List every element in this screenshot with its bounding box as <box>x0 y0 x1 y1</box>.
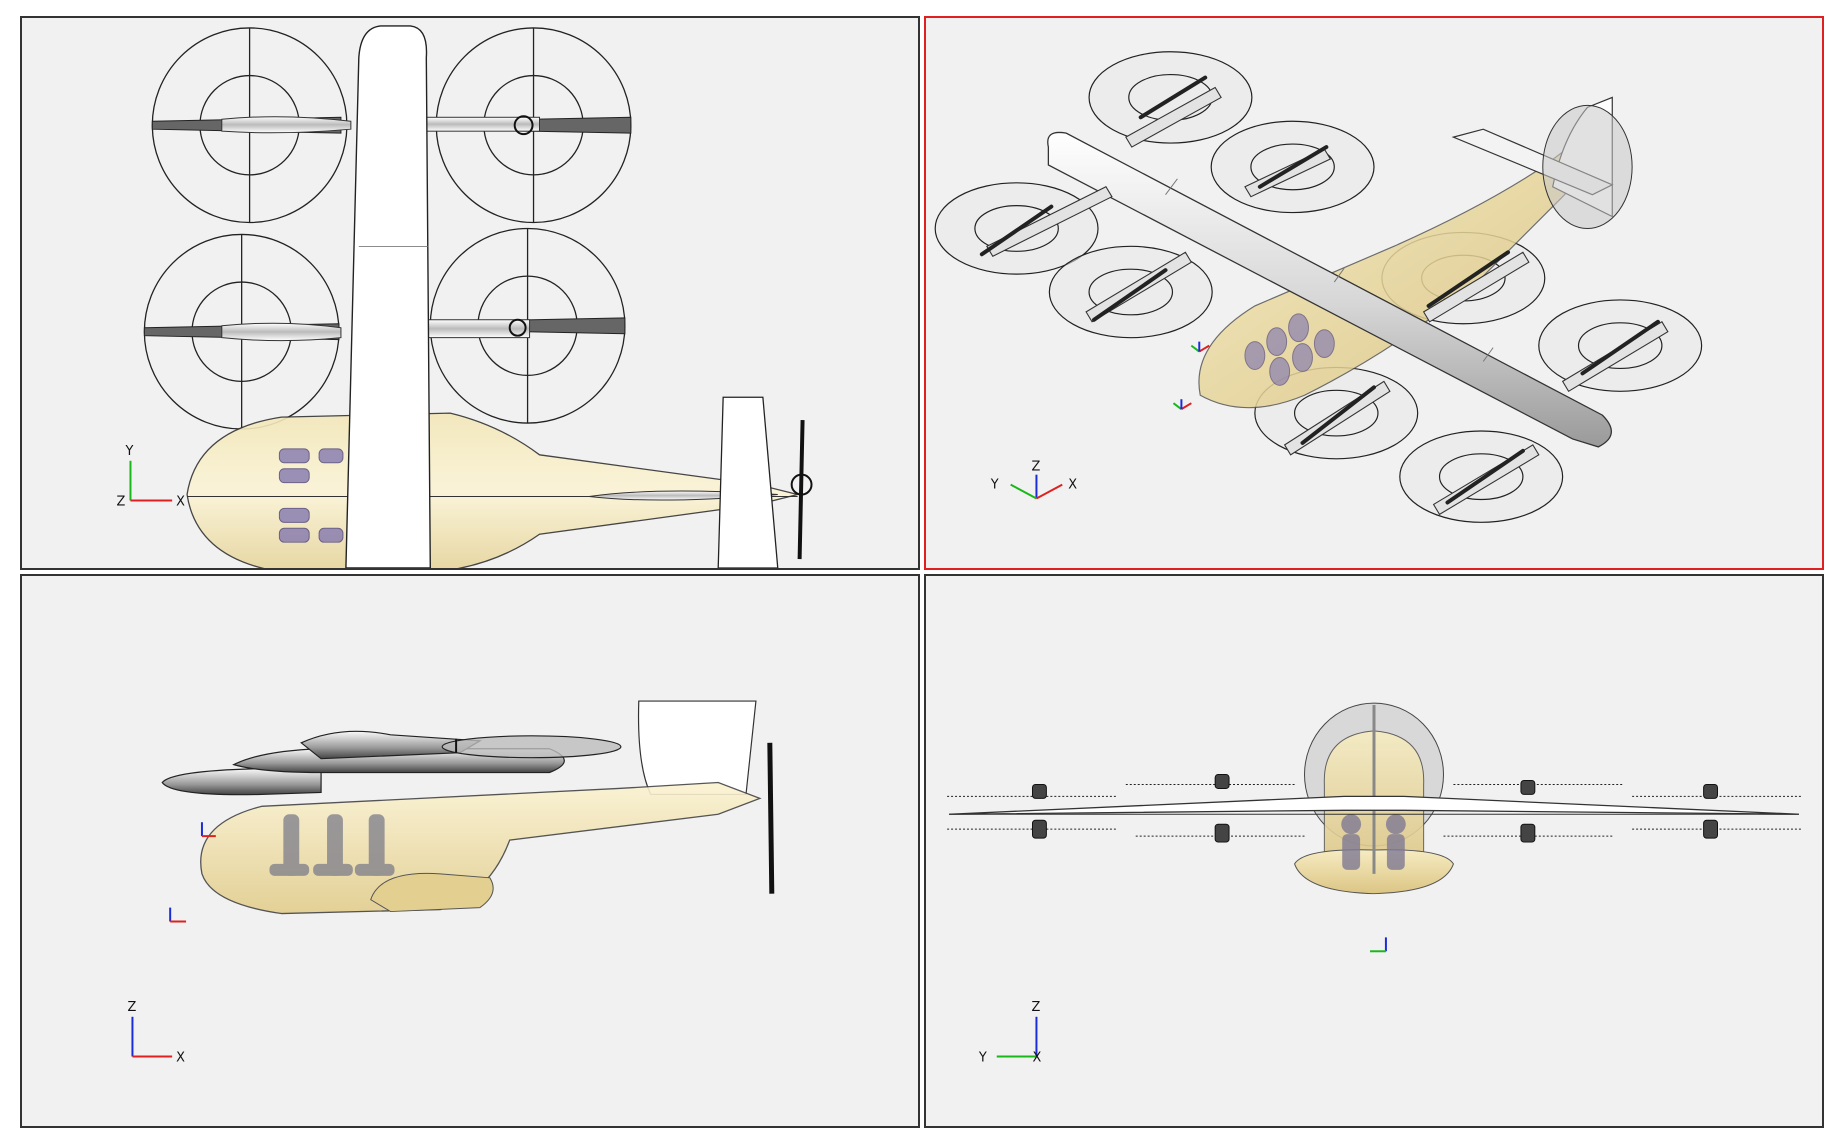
axis-label-left: Y <box>990 478 999 493</box>
propeller-blades-iso <box>979 75 1660 505</box>
axis-label-horizontal: X <box>176 494 185 509</box>
propeller-front-left <box>151 116 352 134</box>
fuselage-side <box>200 781 762 915</box>
axis-triad-side: Z X <box>127 1000 185 1066</box>
axis-label-vertical: Z <box>1031 460 1040 475</box>
vertical-tail-side <box>637 700 775 894</box>
axis-label-right: X <box>1068 478 1077 493</box>
nacelles-side <box>161 730 622 796</box>
axis-label-depth: Z <box>117 494 126 509</box>
main-wing-front <box>949 795 1799 815</box>
tail-top <box>717 396 813 568</box>
axis-triad-iso: Z Y X <box>990 460 1077 500</box>
viewport-iso[interactable]: Z Y X <box>924 16 1824 570</box>
passenger-seats-iso <box>1244 313 1335 386</box>
iso-view-canvas[interactable]: Z Y X <box>926 18 1822 568</box>
axis-label-vertical: Y <box>125 444 134 459</box>
axis-label-depth: X <box>1032 1050 1041 1065</box>
passengers-front <box>1341 814 1406 870</box>
viewport-front[interactable]: Z Y X <box>924 574 1824 1128</box>
local-axis-triad-side <box>169 822 216 923</box>
axis-triad-top: Y X Z <box>117 444 186 510</box>
main-wing-iso <box>1047 131 1612 448</box>
fuselage-top <box>186 412 798 568</box>
propeller-rear-left <box>143 322 342 342</box>
axis-label-horizontal: Y <box>978 1050 987 1065</box>
local-axis-triad-front <box>1370 937 1387 953</box>
front-view-canvas[interactable]: Z Y X <box>926 576 1822 1126</box>
axis-triad-front: Z Y X <box>978 1000 1042 1066</box>
propeller-rear-right <box>419 317 626 339</box>
passenger-seats <box>278 448 344 543</box>
passengers-side <box>269 814 395 876</box>
axis-label-vertical: Z <box>1031 1000 1040 1015</box>
viewport-side[interactable]: Z X <box>20 574 920 1128</box>
top-view-canvas[interactable]: Y X Z <box>22 18 918 568</box>
axis-label-vertical: Z <box>127 1000 136 1015</box>
main-wing-top <box>345 25 431 568</box>
propeller-front-right <box>390 115 632 136</box>
side-view-canvas[interactable]: Z X <box>22 576 918 1126</box>
tail-iso <box>1451 96 1633 229</box>
axis-label-horizontal: X <box>176 1050 185 1065</box>
viewport-top[interactable]: Y X Z <box>20 16 920 570</box>
nacelles-front <box>1031 774 1718 843</box>
local-axis-triad <box>1172 341 1210 411</box>
